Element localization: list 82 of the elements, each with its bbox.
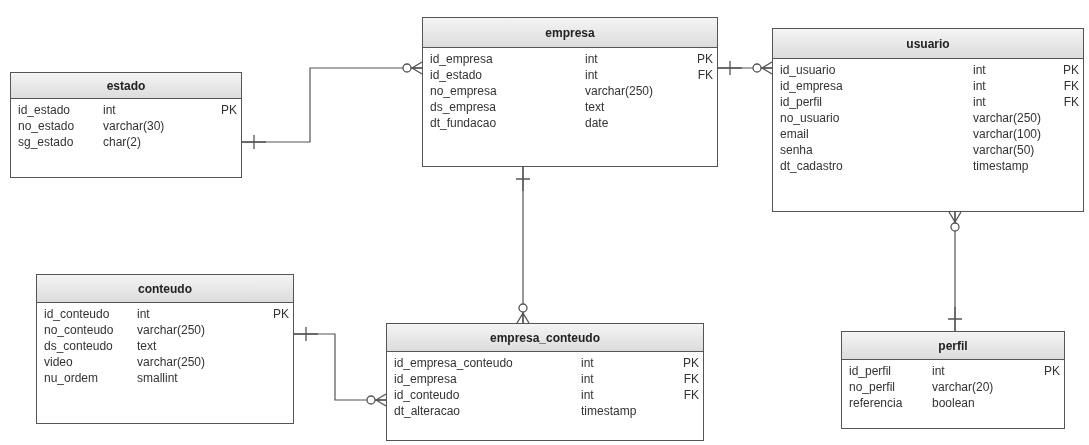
data-type: varchar(250) (137, 354, 206, 370)
entity-table (422, 17, 718, 167)
key-label: PK (697, 51, 713, 67)
column-name: no_conteudo (44, 322, 114, 338)
column-name: nu_ordem (44, 370, 99, 386)
data-type: timestamp (581, 403, 637, 419)
column-name: dt_cadastro (780, 158, 843, 174)
entity-table (36, 274, 294, 424)
column-name: no_empresa (430, 83, 497, 99)
table-name: empresa_conteudo (489, 330, 600, 345)
key-label: PK (221, 102, 237, 118)
data-type: int (137, 306, 150, 322)
data-type: varchar(50) (973, 142, 1035, 158)
key-label: FK (1063, 78, 1079, 94)
data-type: boolean (932, 395, 975, 411)
table-name: estado (106, 78, 146, 93)
key-label: PK (683, 355, 699, 371)
key-label: FK (683, 371, 699, 387)
table-name: perfil (938, 338, 968, 353)
data-type: text (585, 99, 605, 115)
data-type: timestamp (973, 158, 1029, 174)
column-name: id_conteudo (44, 306, 110, 322)
key-label: PK (273, 306, 289, 322)
data-type: int (581, 355, 594, 371)
column-name: id_conteudo (394, 387, 460, 403)
column-name: id_empresa (780, 78, 843, 94)
relationship-line (717, 60, 773, 76)
key-label: PK (1044, 363, 1060, 379)
data-type: smallint (137, 370, 178, 386)
table-name: usuario (906, 36, 950, 51)
column-name: id_empresa_conteudo (394, 355, 513, 371)
column-name: id_perfil (780, 94, 823, 110)
data-type: int (973, 62, 986, 78)
table-name: empresa (545, 25, 595, 40)
column-name: referencia (849, 395, 903, 411)
data-type: int (581, 371, 594, 387)
entity-table (10, 72, 242, 178)
data-type: int (932, 363, 945, 379)
column-name: id_usuario (780, 62, 836, 78)
relationship-line (293, 326, 387, 407)
column-name: no_perfil (849, 379, 896, 395)
column-name: ds_empresa (430, 99, 497, 115)
relationship-line (515, 166, 531, 324)
data-type: int (973, 94, 986, 110)
data-type: varchar(100) (973, 126, 1042, 142)
table-name: conteudo (138, 281, 192, 296)
column-name: no_usuario (780, 110, 840, 126)
data-type: int (585, 51, 598, 67)
data-type: date (585, 115, 609, 131)
data-type: varchar(20) (932, 379, 994, 395)
key-label: FK (697, 67, 713, 83)
column-name: id_empresa (394, 371, 457, 387)
data-type: varchar(250) (973, 110, 1042, 126)
column-name: id_estado (430, 67, 483, 83)
column-name: id_estado (18, 102, 71, 118)
key-label: FK (1063, 94, 1079, 110)
column-name: dt_fundacao (430, 115, 497, 131)
column-name: id_empresa (430, 51, 493, 67)
entity-table (841, 331, 1065, 429)
column-name: senha (780, 142, 813, 158)
column-name: ds_conteudo (44, 338, 113, 354)
column-name: no_estado (18, 118, 75, 134)
data-type: varchar(30) (103, 118, 165, 134)
data-type: int (585, 67, 598, 83)
column-name: id_perfil (849, 363, 892, 379)
data-type: int (973, 78, 986, 94)
column-name: sg_estado (18, 134, 74, 150)
data-type: varchar(250) (585, 83, 654, 99)
relationship-line (947, 211, 963, 332)
key-label: PK (1063, 62, 1079, 78)
data-type: int (581, 387, 594, 403)
column-name: dt_alteracao (394, 403, 461, 419)
column-name: email (780, 126, 809, 142)
data-type: char(2) (103, 134, 141, 150)
data-type: text (137, 338, 157, 354)
relationship-line (241, 61, 423, 150)
column-name: video (44, 354, 73, 370)
data-type: varchar(250) (137, 322, 206, 338)
key-label: FK (683, 387, 699, 403)
data-type: int (103, 102, 116, 118)
entity-table (772, 28, 1084, 212)
entity-table (386, 323, 704, 441)
